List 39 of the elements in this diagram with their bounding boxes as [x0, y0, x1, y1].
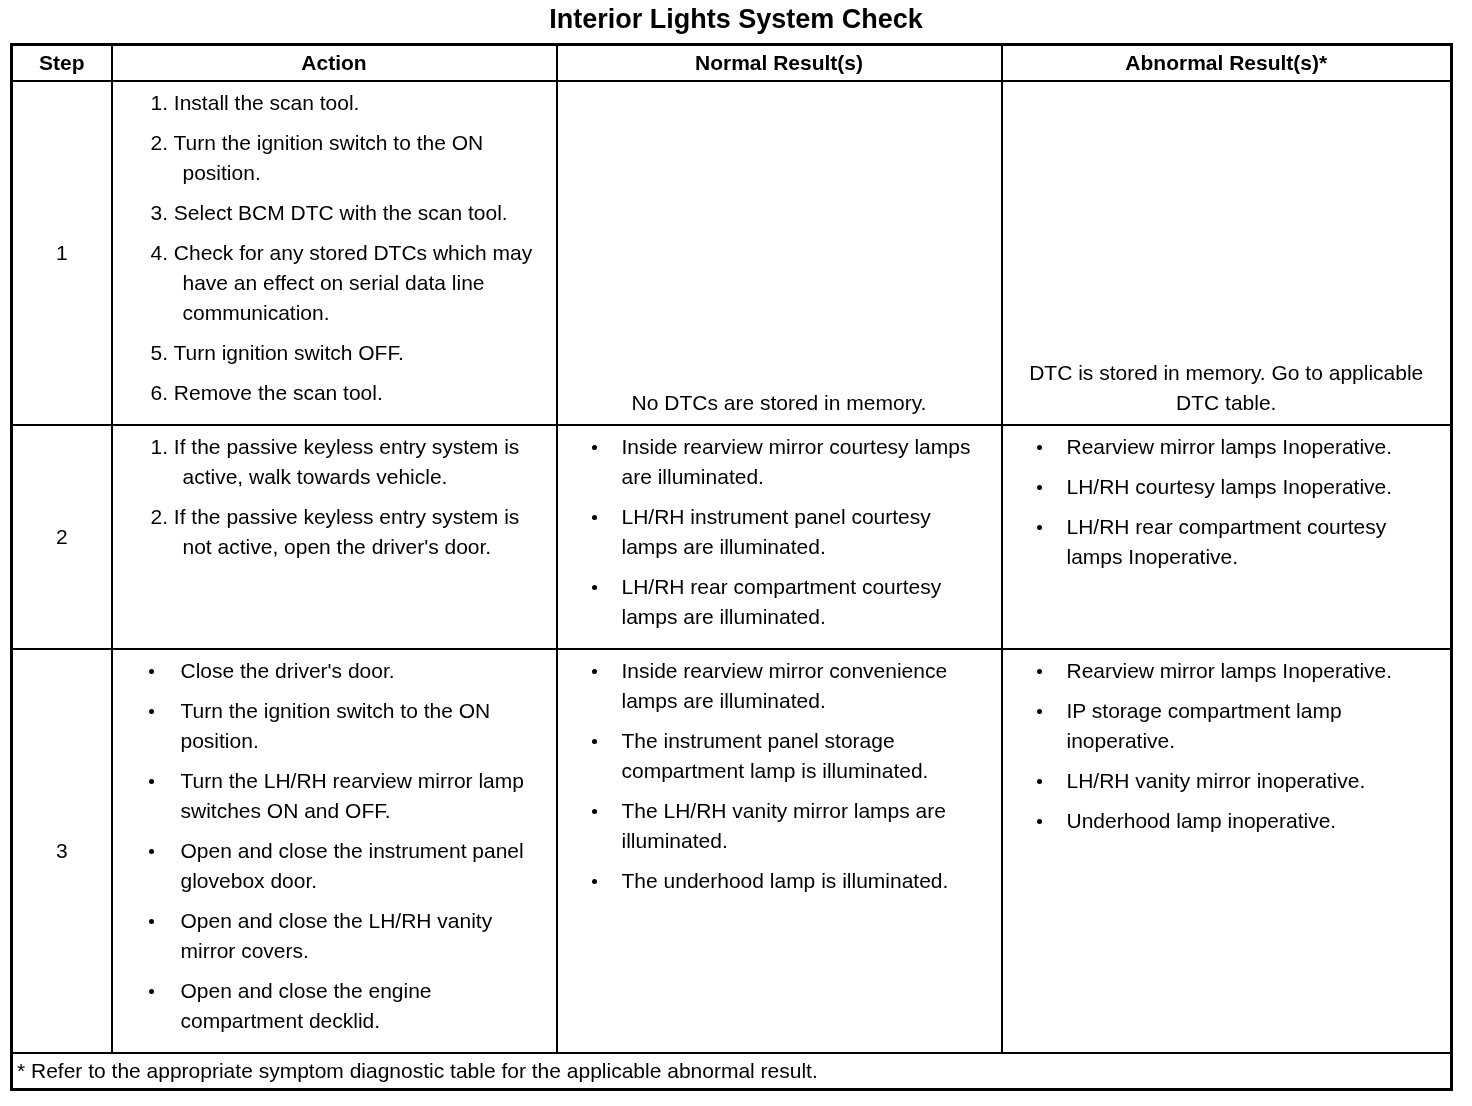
column-header: Action [301, 50, 367, 76]
column-header: Step [39, 50, 85, 76]
bulleted-item: IP storage compartment lamp inoperative. [1010, 696, 1442, 756]
column-header: Normal Result(s) [695, 50, 863, 76]
bulleted-item: Turn the LH/RH rearview mirror lamp switches ON and OFF. [120, 766, 548, 826]
result-text: DTC is stored in memory. Go to applicable DTC table. [1028, 360, 1425, 416]
bulleted-item: LH/RH courtesy lamps Inoperative. [1010, 472, 1442, 502]
bulleted-item: Open and close the engine compartment decklid. [120, 976, 548, 1036]
step-number: 3 [55, 838, 68, 864]
step-number: 2 [55, 524, 68, 550]
bulleted-item: Underhood lamp inoperative. [1010, 806, 1442, 836]
bulleted-item: Inside rearview mirror convenience lamps are illuminated. [565, 656, 993, 716]
bulleted-item: Close the driver's door. [120, 656, 548, 686]
step-number: 1 [55, 240, 68, 266]
numbered-step: 2. Turn the ignition switch to the ON position. [120, 128, 548, 188]
bulleted-item: LH/RH rear compartment courtesy lamps are illuminated. [565, 572, 993, 632]
numbered-step: 5. Turn ignition switch OFF. [120, 338, 548, 368]
bulleted-item: Turn the ignition switch to the ON position. [120, 696, 548, 756]
bulleted-item: Rearview mirror lamps Inoperative. [1010, 656, 1442, 686]
numbered-step: 2. If the passive keyless entry system is not active, open the driver's door. [120, 502, 548, 562]
bulleted-item: Open and close the LH/RH vanity mirror covers. [120, 906, 548, 966]
table-title: Interior Lights System Check [548, 4, 924, 35]
numbered-step: 4. Check for any stored DTCs which may have an effect on serial data line communication. [120, 238, 548, 328]
bulleted-item: The instrument panel storage compartment lamp is illuminated. [565, 726, 993, 786]
bulleted-item: The LH/RH vanity mirror lamps are illuminated. [565, 796, 993, 856]
bulleted-item: LH/RH rear compartment courtesy lamps Inoperative. [1010, 512, 1442, 572]
column-header: Abnormal Result(s)* [1125, 50, 1328, 76]
bulleted-item: LH/RH vanity mirror inoperative. [1010, 766, 1442, 796]
numbered-step: 6. Remove the scan tool. [120, 378, 548, 408]
result-text: No DTCs are stored in memory. [631, 390, 927, 416]
numbered-step: 1. If the passive keyless entry system is active, walk towards vehicle. [120, 432, 548, 492]
numbered-step: 3. Select BCM DTC with the scan tool. [120, 198, 548, 228]
bulleted-item: The underhood lamp is illuminated. [565, 866, 993, 896]
bulleted-item: LH/RH instrument panel courtesy lamps are illuminated. [565, 502, 993, 562]
bulleted-item: Open and close the instrument panel glovebox door. [120, 836, 548, 896]
bulleted-item: Inside rearview mirror courtesy lamps are illuminated. [565, 432, 993, 492]
footnote: * Refer to the appropriate symptom diagnostic table for the applicable abnormal result. [17, 1058, 818, 1084]
numbered-step: 1. Install the scan tool. [120, 88, 548, 118]
bulleted-item: Rearview mirror lamps Inoperative. [1010, 432, 1442, 462]
